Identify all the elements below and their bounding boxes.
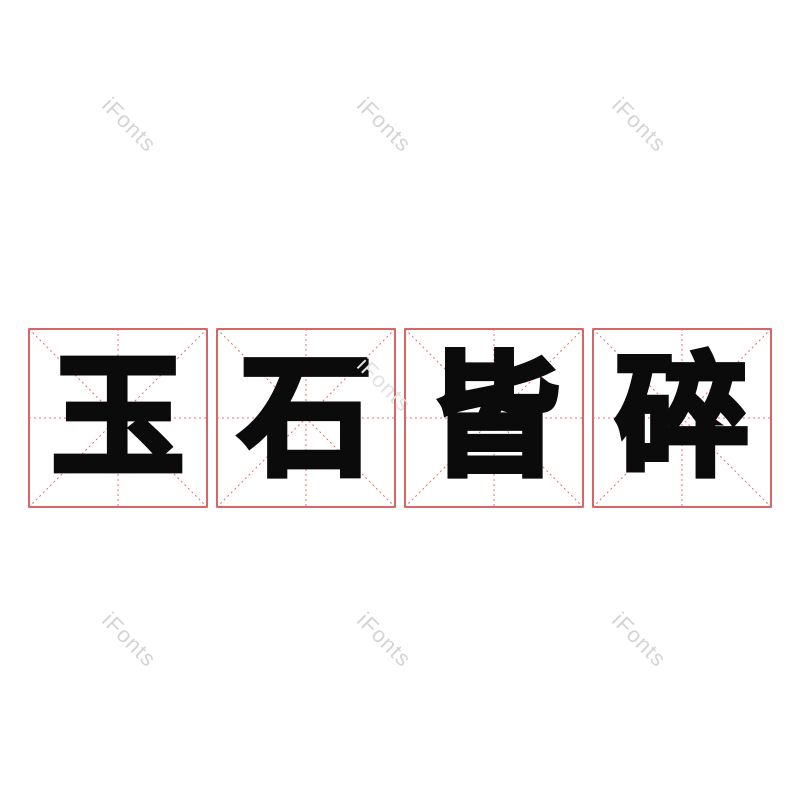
mi-grid-guide bbox=[216, 328, 396, 508]
character-glyph: 玉 bbox=[49, 341, 187, 495]
watermark: iFonts bbox=[97, 92, 162, 157]
mi-grid-guide bbox=[404, 328, 584, 508]
character-cell: 玉 bbox=[28, 328, 208, 508]
character-cell: 石 bbox=[216, 328, 396, 508]
character-cell: 碎 bbox=[592, 328, 772, 508]
watermark: iFonts bbox=[607, 92, 672, 157]
character-cell: 皆 bbox=[404, 328, 584, 508]
character-glyph: 石 bbox=[237, 341, 375, 495]
watermark: iFonts bbox=[352, 607, 417, 672]
watermark: iFonts bbox=[97, 607, 162, 672]
character-grid-row: 玉 石 皆 bbox=[28, 328, 772, 510]
character-glyph: 皆 bbox=[425, 341, 563, 495]
watermark: iFonts bbox=[352, 92, 417, 157]
character-glyph: 碎 bbox=[613, 341, 751, 495]
mi-grid-guide bbox=[28, 328, 208, 508]
watermark: iFonts bbox=[607, 607, 672, 672]
mi-grid-guide bbox=[592, 328, 772, 508]
